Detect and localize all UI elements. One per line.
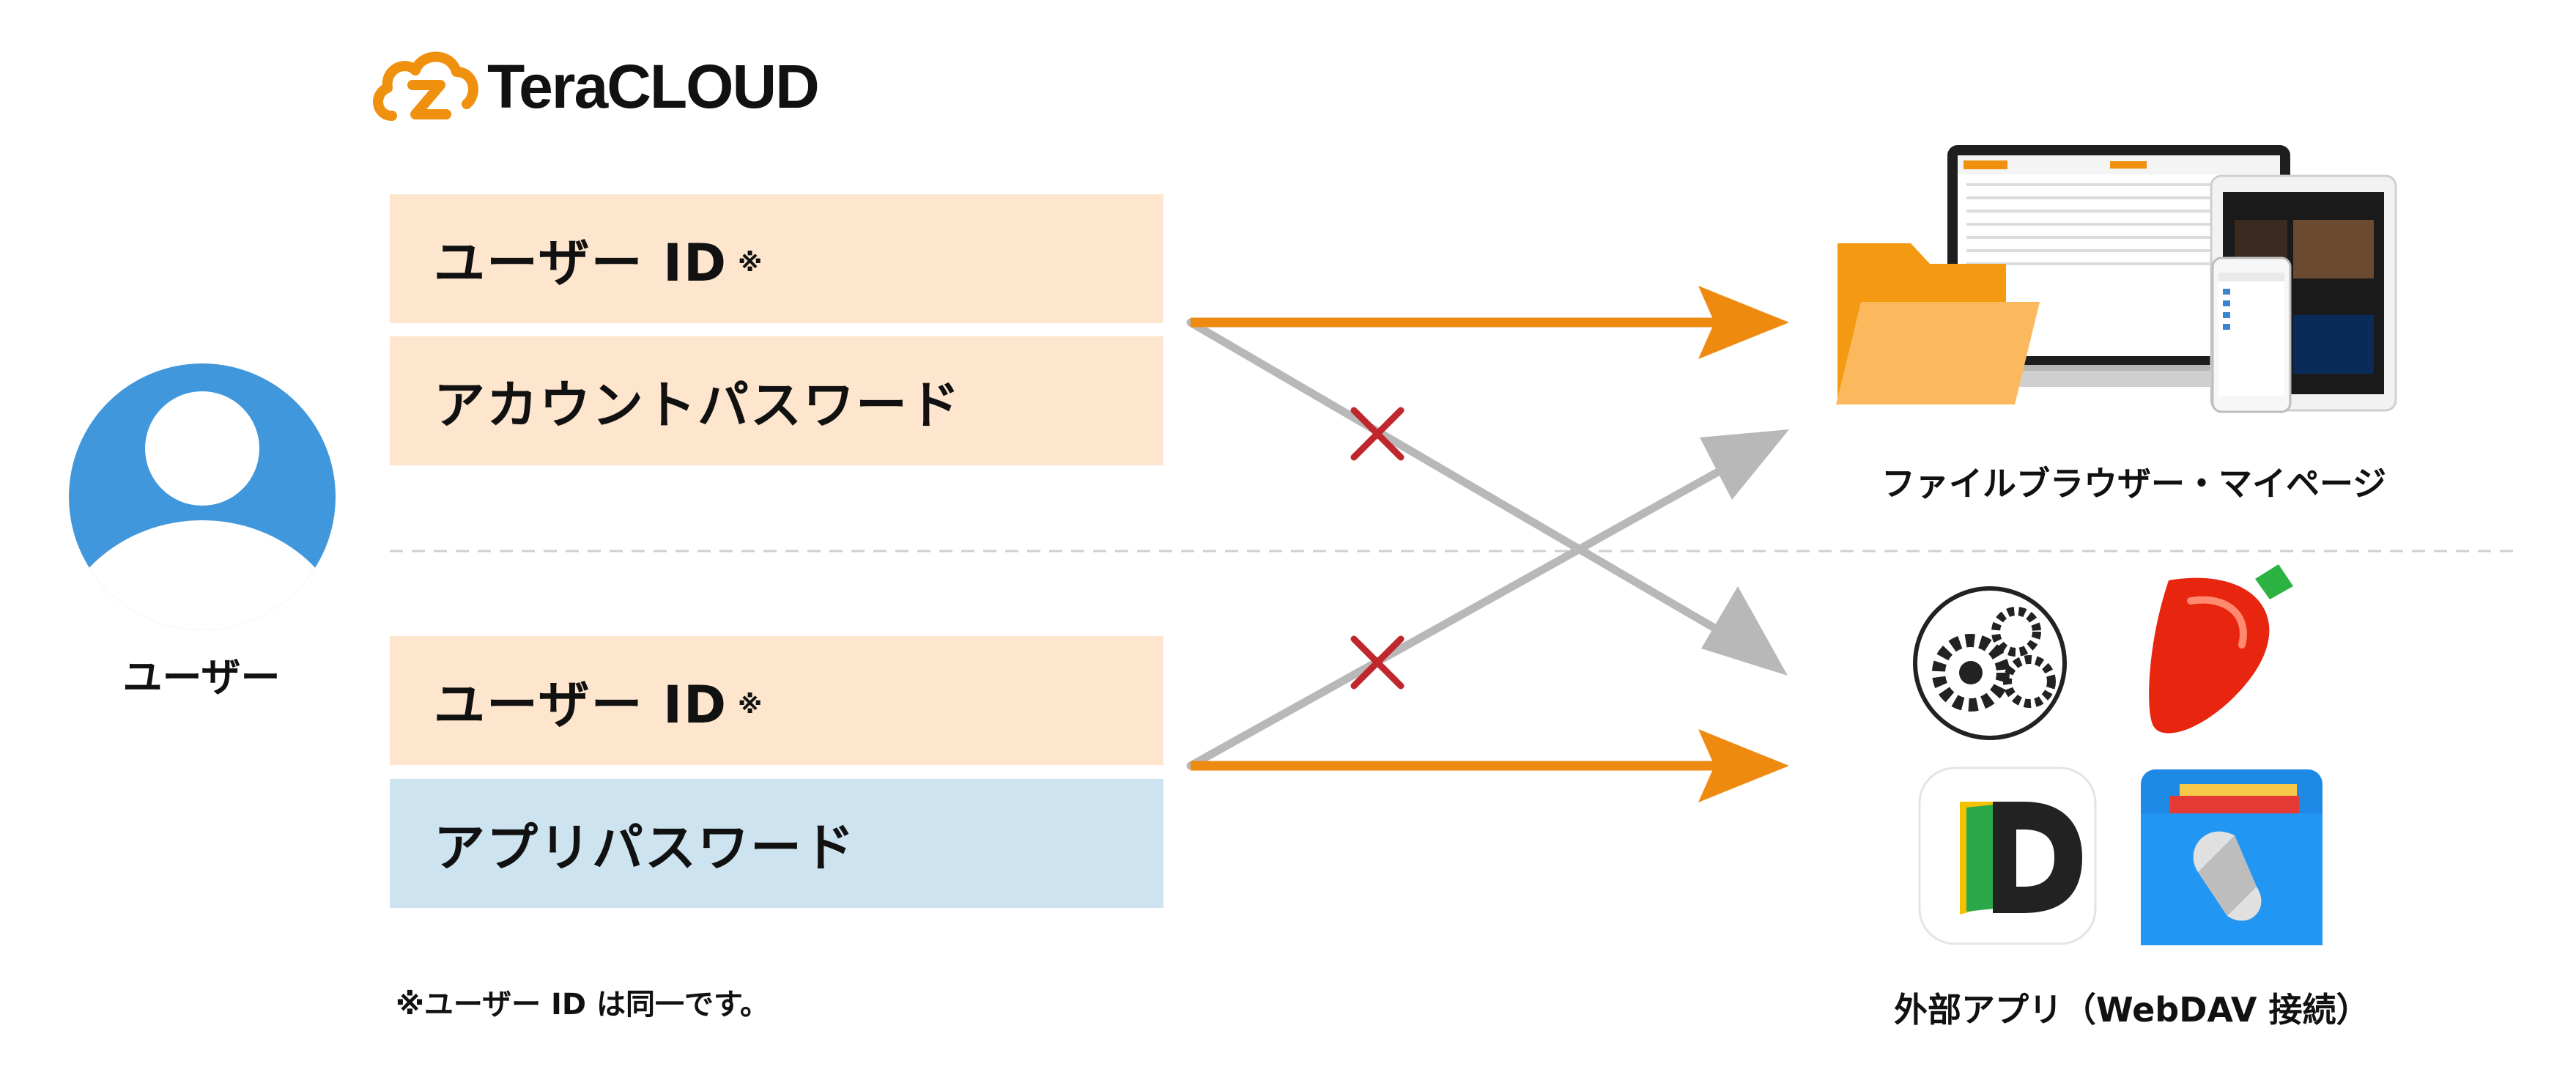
folder-icon <box>1836 243 2040 404</box>
app-password-box: アプリパスワード <box>390 779 1163 908</box>
documents-app-icon <box>1918 766 2097 945</box>
browser-destination-label: ファイルブラウザー・マイページ <box>1881 464 2387 503</box>
phone-icon <box>2211 256 2292 413</box>
deny-mark-icon <box>1350 407 1404 461</box>
deny-mark-icon <box>1350 635 1404 690</box>
gears-app-icon <box>1913 586 2067 740</box>
allowed-arrow-app-to-apps <box>1191 729 1789 802</box>
account-password-label: アカウントパスワード <box>434 374 961 435</box>
denied-arrow-app-to-browser <box>1186 429 1789 770</box>
user-id-label: ユーザー ID <box>434 674 728 735</box>
allowed-arrow-account-to-browser <box>1191 286 1789 359</box>
user-avatar-icon <box>69 363 336 630</box>
teracloud-logo: TeraCLOUD <box>370 35 824 138</box>
user-id-label: ユーザー ID <box>434 232 728 293</box>
account-password-box: アカウントパスワード <box>390 336 1163 465</box>
carrot-app-icon <box>2149 564 2293 734</box>
denied-arrow-account-to-apps <box>1186 318 1788 676</box>
note-mark: ※ <box>738 248 763 278</box>
brand-name: TeraCLOUD <box>487 51 820 121</box>
user-id-box-browser: ユーザー ID ※ <box>390 194 1163 323</box>
cloud-logo-icon <box>373 51 478 121</box>
note-mark: ※ <box>738 690 763 720</box>
app-destination-label: 外部アプリ（WebDAV 接続） <box>1894 990 2370 1030</box>
user-label: ユーザー <box>122 654 281 701</box>
user-id-box-app: ユーザー ID ※ <box>390 636 1163 765</box>
footnote: ※ユーザー ID は同一です。 <box>396 988 770 1022</box>
solid-explorer-app-icon <box>2141 769 2323 945</box>
app-password-label: アプリパスワード <box>434 817 856 878</box>
